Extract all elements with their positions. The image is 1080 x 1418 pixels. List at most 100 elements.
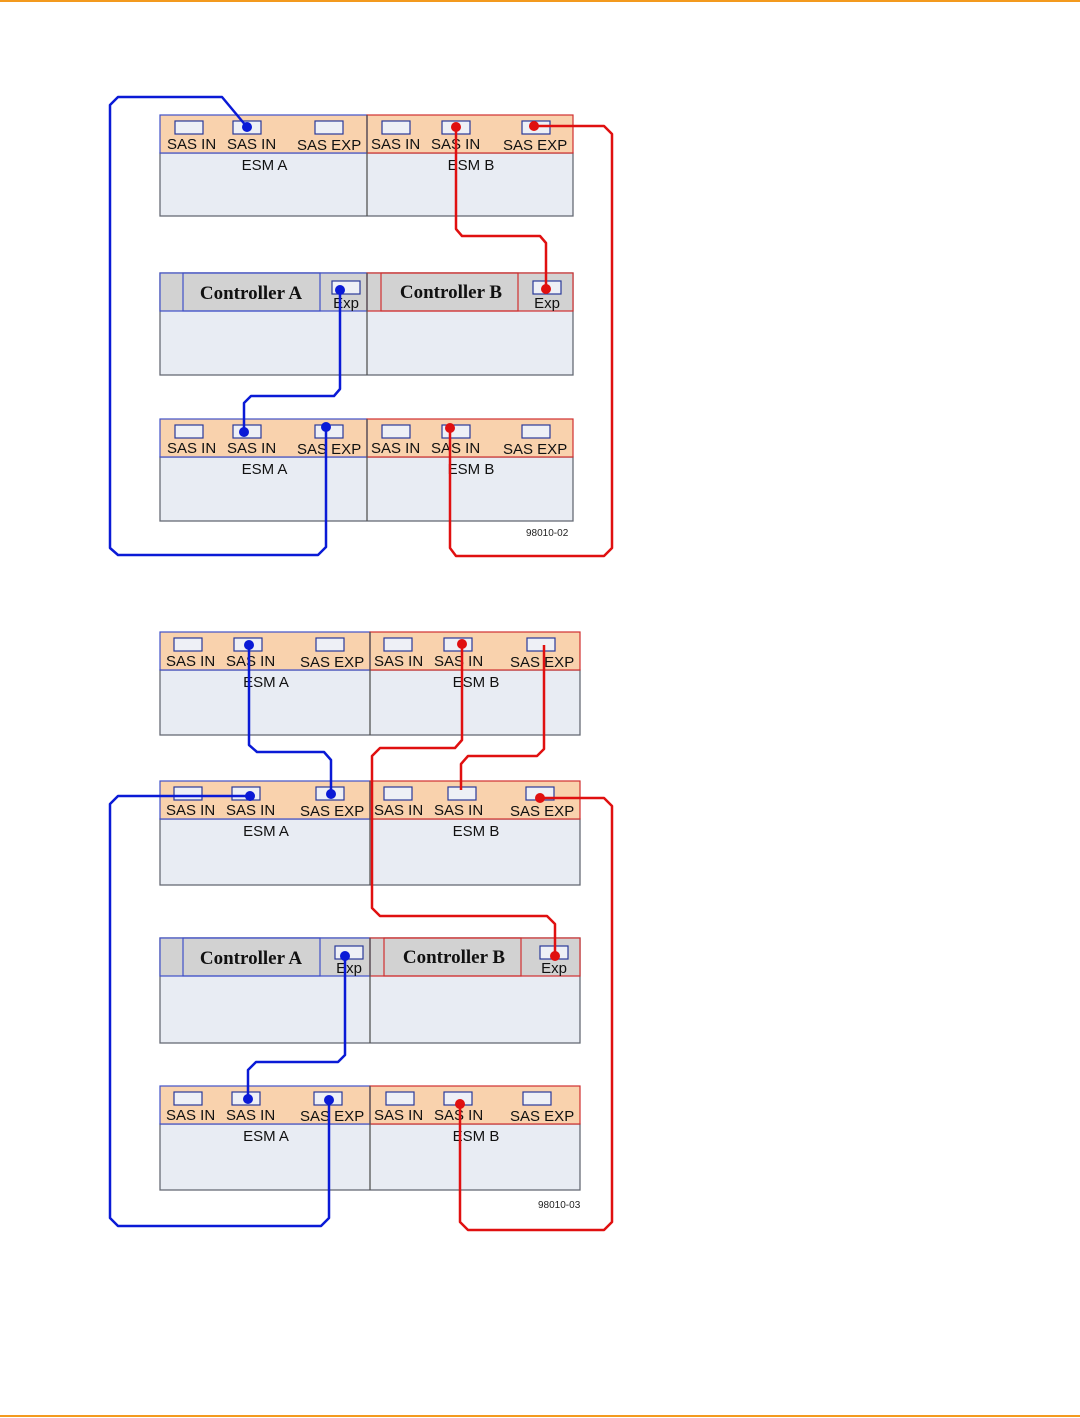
drive-tray: SAS IN SAS IN SAS EXP SAS IN SAS IN SAS EXP ES… [159, 418, 574, 522]
esm-b-label: ESM B [453, 674, 500, 691]
cable-connector-dot [326, 789, 336, 799]
sas-in-port[interactable] [385, 1091, 415, 1106]
sas-in-port[interactable] [381, 424, 411, 439]
cable-b-loop [458, 796, 614, 1232]
cable-connector-dot [550, 951, 560, 961]
controller-a-box [182, 272, 321, 312]
sas-in-label: SAS IN [226, 653, 275, 670]
sas-in-port[interactable] [174, 424, 204, 439]
cable-a-loop [108, 794, 331, 1228]
sas-exp-label: SAS EXP [297, 441, 361, 458]
sas-in-label: SAS IN [431, 440, 480, 457]
sas-in-label: SAS IN [166, 1107, 215, 1124]
sas-exp-port[interactable] [526, 637, 556, 652]
sas-in-port[interactable] [173, 1091, 203, 1106]
sas-in-label: SAS IN [167, 440, 216, 457]
sas-in-label: SAS IN [374, 653, 423, 670]
sas-in-label: SAS IN [374, 802, 423, 819]
controller-b-box [380, 272, 519, 312]
sas-in-label: SAS IN [227, 136, 276, 153]
figure-number-98010-02: 98010-02 [526, 528, 569, 539]
cable-b-tray1-tray2 [459, 645, 546, 790]
sas-exp-label: SAS EXP [510, 803, 574, 820]
sas-in-port[interactable] [381, 120, 411, 135]
cable-connector-dot [535, 793, 545, 803]
figure-number-98010-03: 98010-03 [538, 1200, 581, 1211]
cable-connector-dot [529, 121, 539, 131]
esm-a-label: ESM A [242, 157, 288, 174]
cable-a-controller [246, 956, 347, 1099]
sas-exp-port[interactable] [315, 637, 345, 652]
cable-b-controller [370, 644, 557, 956]
sas-in-label: SAS IN [374, 1107, 423, 1124]
sas-exp-label: SAS EXP [300, 654, 364, 671]
sas-in-label: SAS IN [166, 802, 215, 819]
esm-b-label: ESM B [448, 461, 495, 478]
cable-connector-dot [340, 951, 350, 961]
sas-in-port[interactable] [383, 637, 413, 652]
sas-in-port[interactable] [173, 637, 203, 652]
cable-connector-dot [239, 427, 249, 437]
sas-in-label: SAS IN [434, 802, 483, 819]
sas-in-port[interactable] [173, 786, 203, 801]
sas-in-label: SAS IN [434, 1107, 483, 1124]
esm-b-label: ESM B [453, 1128, 500, 1145]
cable-a-tray1-tray2 [247, 645, 333, 794]
sas-in-port[interactable] [383, 786, 413, 801]
esm-a-label: ESM A [243, 674, 289, 691]
cable-connector-dot [445, 423, 455, 433]
cable-b-controller [454, 127, 548, 289]
sas-exp-label: SAS EXP [300, 803, 364, 820]
sas-in-label: SAS IN [167, 136, 216, 153]
exp-label: Exp [541, 960, 567, 977]
cable-connector-dot [335, 285, 345, 295]
cable-connector-dot [324, 1095, 334, 1105]
sas-exp-port[interactable] [522, 1091, 552, 1106]
cable-connector-dot [455, 1099, 465, 1109]
esm-a-label: ESM A [242, 461, 288, 478]
drive-tray: SAS IN SAS IN SAS EXP SAS IN SAS IN SAS EXP ES… [159, 1085, 581, 1191]
controller-b-box [383, 937, 522, 977]
controller-b-label: Controller B [403, 947, 506, 968]
sas-in-label: SAS IN [371, 440, 420, 457]
cable-connector-dot [244, 640, 254, 650]
sas-in-label: SAS IN [226, 802, 275, 819]
sas-exp-port[interactable] [521, 424, 551, 439]
cable-a-controller [242, 290, 342, 432]
cable-connector-dot [321, 422, 331, 432]
sas-exp-label: SAS EXP [300, 1108, 364, 1125]
sas-in-label: SAS IN [434, 653, 483, 670]
sas-exp-label: SAS EXP [510, 1108, 574, 1125]
sas-exp-label: SAS EXP [297, 137, 361, 154]
controller-a-box [182, 937, 321, 977]
controller-b-label: Controller B [400, 282, 503, 303]
sas-exp-label: SAS EXP [503, 137, 567, 154]
esm-a-label: ESM A [243, 1128, 289, 1145]
cable-connector-dot [242, 122, 252, 132]
cable-connector-dot [451, 122, 461, 132]
sas-exp-label: SAS EXP [503, 441, 567, 458]
cable-connector-dot [243, 1094, 253, 1104]
sas-in-label: SAS IN [371, 136, 420, 153]
drive-tray: SAS IN SAS IN SAS EXP SAS IN SAS IN SAS EXP ES… [159, 780, 581, 886]
sas-exp-port[interactable] [314, 120, 344, 135]
sas-in-port[interactable] [174, 120, 204, 135]
cable-connector-dot [541, 284, 551, 294]
sas-in-label: SAS IN [166, 653, 215, 670]
esm-b-label: ESM B [448, 157, 495, 174]
cable-b-loop [448, 124, 614, 558]
controller-a-label: Controller A [200, 283, 302, 304]
esm-a-label: ESM A [243, 823, 289, 840]
sas-in-label: SAS IN [226, 1107, 275, 1124]
cable-connector-dot [245, 791, 255, 801]
exp-label: Exp [336, 960, 362, 977]
bottom-page-rule [0, 1415, 1080, 1417]
sas-in-label: SAS IN [227, 440, 276, 457]
exp-label: Exp [333, 295, 359, 312]
cable-a-loop [108, 95, 328, 557]
